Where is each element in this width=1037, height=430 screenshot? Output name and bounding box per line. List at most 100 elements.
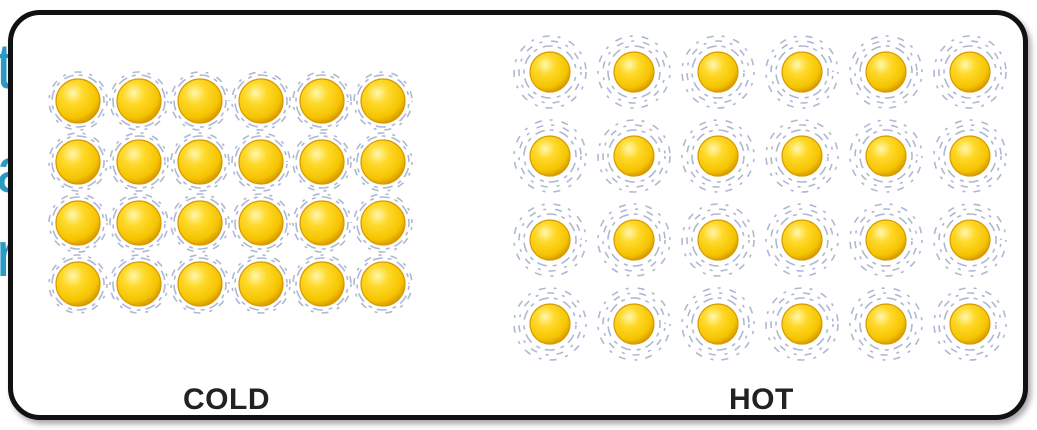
particle-ball — [300, 262, 344, 306]
cold-particle — [49, 72, 107, 130]
particle-ball — [530, 52, 570, 92]
particle-ball — [239, 140, 283, 184]
hot-particle — [850, 36, 922, 108]
particle-ball — [614, 304, 654, 344]
particle-ball — [239, 79, 283, 123]
particle-ball — [698, 304, 738, 344]
cold-particle — [171, 194, 229, 252]
particle-ball — [178, 79, 222, 123]
hot-particle — [682, 120, 754, 192]
particle-ball — [300, 79, 344, 123]
hot-particle — [598, 120, 670, 192]
particle-ball — [866, 136, 906, 176]
hot-particle — [514, 120, 586, 192]
particle-ball — [56, 201, 100, 245]
particle-ball — [782, 52, 822, 92]
cold-particle — [110, 72, 168, 130]
cold-particle-group — [49, 72, 412, 313]
particle-ball — [614, 220, 654, 260]
diagram-frame: COLD HOT — [8, 10, 1028, 420]
hot-particle — [598, 288, 670, 360]
particle-ball — [530, 136, 570, 176]
particle-ball — [300, 201, 344, 245]
cold-particle — [171, 133, 229, 191]
particle-ball — [782, 136, 822, 176]
particle-ball — [866, 304, 906, 344]
cold-particle — [354, 255, 412, 313]
particle-ball — [178, 201, 222, 245]
cold-particle — [232, 72, 290, 130]
particle-ball — [178, 140, 222, 184]
hot-particle — [682, 204, 754, 276]
particle-ball — [117, 140, 161, 184]
particle-ball — [530, 304, 570, 344]
particle-ball — [117, 79, 161, 123]
particle-ball — [614, 136, 654, 176]
particle-ball — [178, 262, 222, 306]
cold-particle — [354, 72, 412, 130]
hot-particle — [934, 36, 1006, 108]
hot-label: HOT — [729, 383, 794, 417]
cold-particle — [232, 255, 290, 313]
particle-ball — [614, 52, 654, 92]
cold-particle — [293, 194, 351, 252]
cold-particle — [110, 133, 168, 191]
hot-particle — [598, 36, 670, 108]
cold-particle — [49, 255, 107, 313]
cold-particle — [110, 194, 168, 252]
cold-particle — [171, 72, 229, 130]
hot-particle — [598, 204, 670, 276]
hot-particle — [934, 120, 1006, 192]
hot-particle — [514, 288, 586, 360]
cold-particle — [293, 255, 351, 313]
cold-particle — [232, 133, 290, 191]
cold-particle — [293, 72, 351, 130]
particle-ball — [361, 201, 405, 245]
particle-ball — [782, 304, 822, 344]
cold-particle — [354, 194, 412, 252]
hot-particle — [934, 288, 1006, 360]
hot-particle — [934, 204, 1006, 276]
particle-ball — [782, 220, 822, 260]
particle-ball — [239, 201, 283, 245]
cold-particle — [171, 255, 229, 313]
particle-ball — [698, 220, 738, 260]
cold-particle — [110, 255, 168, 313]
particle-ball — [866, 220, 906, 260]
particle-ball — [361, 140, 405, 184]
hot-particle — [682, 36, 754, 108]
particle-ball — [239, 262, 283, 306]
particle-ball — [361, 262, 405, 306]
hot-particle-group — [514, 36, 1006, 360]
particle-ball — [698, 52, 738, 92]
cold-particle — [49, 194, 107, 252]
hot-particle — [850, 120, 922, 192]
particle-ball — [530, 220, 570, 260]
cold-particle — [354, 133, 412, 191]
particle-ball — [698, 136, 738, 176]
cold-label: COLD — [183, 383, 270, 417]
particle-ball — [950, 304, 990, 344]
particle-ball — [56, 140, 100, 184]
particle-ball — [56, 79, 100, 123]
cold-particle — [232, 194, 290, 252]
hot-particle — [514, 204, 586, 276]
hot-particle — [766, 36, 838, 108]
particle-ball — [56, 262, 100, 306]
particle-ball — [950, 220, 990, 260]
hot-particle — [766, 120, 838, 192]
hot-particle — [850, 204, 922, 276]
hot-particle — [514, 36, 586, 108]
hot-particle — [682, 288, 754, 360]
cold-particle — [293, 133, 351, 191]
particle-ball — [361, 79, 405, 123]
hot-particle — [766, 204, 838, 276]
particle-ball — [117, 262, 161, 306]
particle-ball — [866, 52, 906, 92]
particle-ball — [300, 140, 344, 184]
particle-ball — [117, 201, 161, 245]
particle-ball — [950, 52, 990, 92]
particle-diagram — [13, 15, 1028, 420]
cold-particle — [49, 133, 107, 191]
